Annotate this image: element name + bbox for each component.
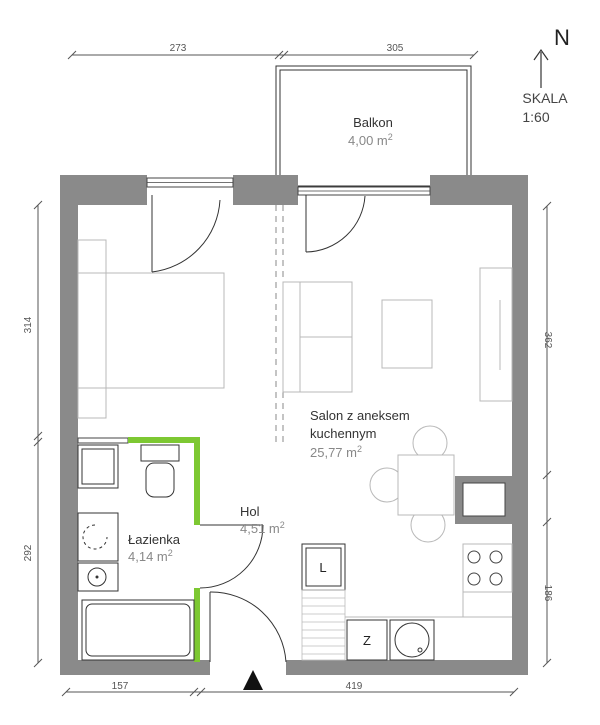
hol-name: Hol — [240, 504, 260, 519]
lazienka-area: 4,14 m2 — [128, 548, 173, 564]
bathroom-cabinet — [77, 444, 119, 489]
tv-unit — [479, 267, 513, 402]
bathtub — [81, 599, 195, 661]
washer-box — [346, 619, 388, 661]
dim-left-lower: 292 — [23, 544, 34, 561]
dim-right-upper: 362 — [542, 332, 553, 349]
washbasin — [77, 562, 119, 592]
balcony-window — [297, 186, 431, 196]
washing-machine — [389, 619, 435, 661]
salon-area: 25,77 m2 — [310, 444, 362, 460]
balkon-name: Balkon — [353, 115, 393, 130]
sofa — [282, 281, 353, 393]
entrance-triangle-icon — [243, 670, 263, 690]
balcony — [275, 65, 472, 187]
cabinet-hatch — [301, 589, 346, 661]
coffee-table — [381, 299, 433, 369]
scale-value: 1:60 — [522, 109, 549, 125]
lazienka-name: Łazienka — [128, 532, 181, 547]
sliding-partition — [275, 205, 284, 445]
dim-top-right: 305 — [387, 43, 404, 54]
salon-name-line1: Salon z aneksem — [310, 408, 410, 423]
salon-name-line2: kuchennym — [310, 426, 376, 441]
dim-right-lower: 186 — [542, 585, 553, 602]
window-left — [146, 177, 234, 188]
hol-area: 4,51 m2 — [240, 520, 285, 536]
kitchen-counter — [345, 543, 513, 618]
shower-tray — [77, 512, 119, 562]
washer-label: Z — [363, 633, 371, 648]
dim-bottom-left: 157 — [112, 681, 129, 692]
doors — [151, 195, 366, 663]
scale-label: SKALA — [522, 90, 568, 106]
balkon-area: 4,00 m2 — [348, 132, 393, 148]
north-label: N — [554, 25, 570, 50]
dim-top-left: 273 — [170, 43, 187, 54]
north-arrow-icon — [533, 48, 549, 88]
dim-bottom-right: 419 — [346, 681, 363, 692]
shaft — [462, 482, 506, 517]
fridge-label: L — [319, 560, 326, 575]
dim-left-upper: 314 — [23, 316, 34, 333]
bed — [77, 239, 225, 419]
toilet — [140, 444, 180, 498]
dimension-lines — [33, 50, 552, 697]
dining-set — [369, 425, 455, 543]
bathroom-walls — [77, 437, 200, 662]
